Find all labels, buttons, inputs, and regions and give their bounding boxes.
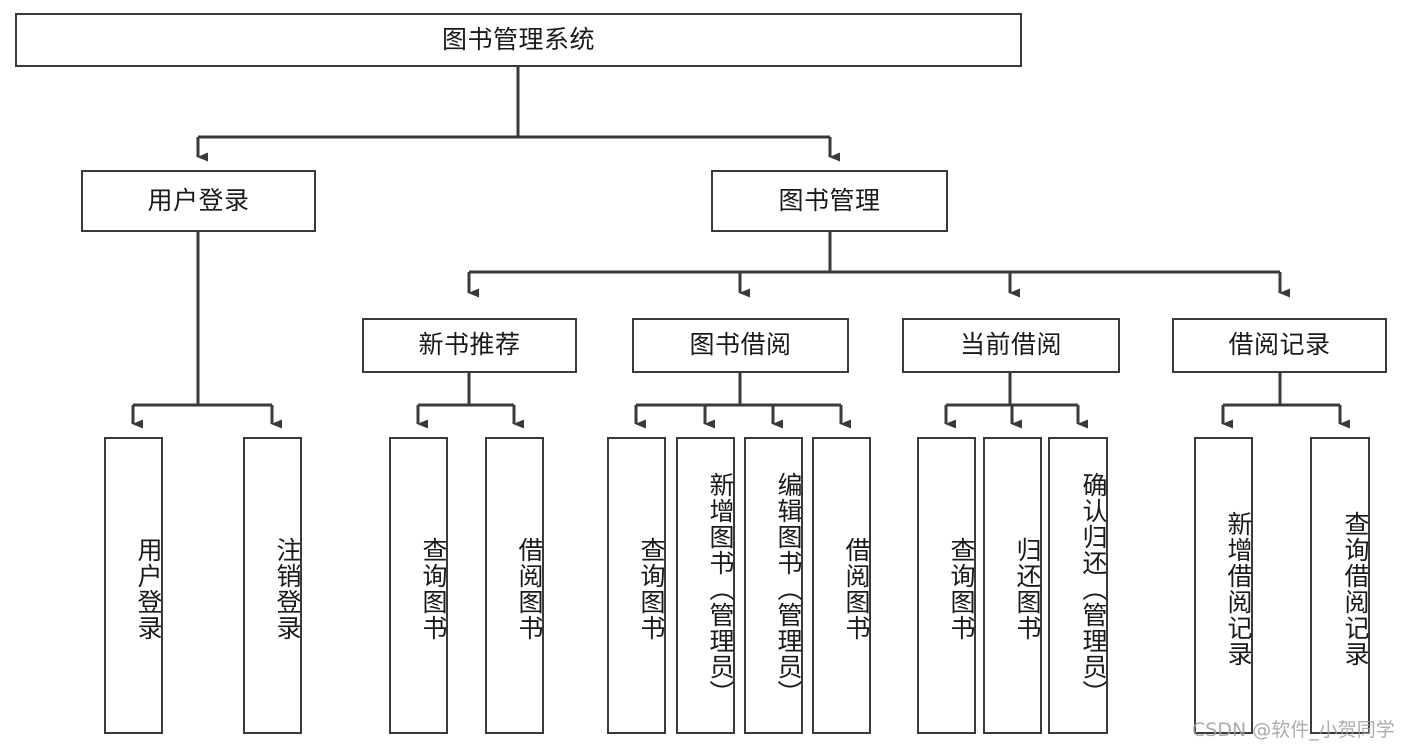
node-leaf-query-book-borrow[interactable]: 查询图书 [607, 437, 666, 734]
node-book-manage[interactable]: 图书管理 [711, 170, 948, 232]
node-user-login[interactable]: 用户登录 [81, 170, 316, 232]
node-leaf-query-book-recommend[interactable]: 查询图书 [389, 437, 448, 734]
node-current-borrow[interactable]: 当前借阅 [902, 318, 1120, 373]
node-root-system[interactable]: 图书管理系统 [15, 13, 1022, 67]
csdn-watermark: CSDN @软件_小贺同学 [1192, 719, 1395, 741]
node-leaf-add-borrow-record[interactable]: 新增借阅记录 [1194, 437, 1253, 734]
node-leaf-return-book[interactable]: 归还图书 [983, 437, 1042, 734]
node-leaf-add-book-admin[interactable]: 新增图书（管理员） [676, 437, 735, 734]
node-leaf-query-borrow-record[interactable]: 查询借阅记录 [1310, 437, 1370, 734]
node-leaf-query-book-current[interactable]: 查询图书 [917, 437, 976, 734]
node-leaf-user-login[interactable]: 用户登录 [104, 437, 163, 734]
node-leaf-confirm-return-admin[interactable]: 确认归还（管理员） [1048, 437, 1108, 734]
node-book-borrow[interactable]: 图书借阅 [632, 318, 849, 373]
node-new-book-recommend[interactable]: 新书推荐 [362, 318, 577, 373]
node-leaf-borrow-book-recommend[interactable]: 借阅图书 [485, 437, 544, 734]
node-leaf-logout[interactable]: 注销登录 [243, 437, 302, 734]
node-leaf-edit-book-admin[interactable]: 编辑图书（管理员） [744, 437, 803, 734]
node-borrow-record[interactable]: 借阅记录 [1172, 318, 1387, 373]
node-leaf-borrow-book[interactable]: 借阅图书 [812, 437, 871, 734]
